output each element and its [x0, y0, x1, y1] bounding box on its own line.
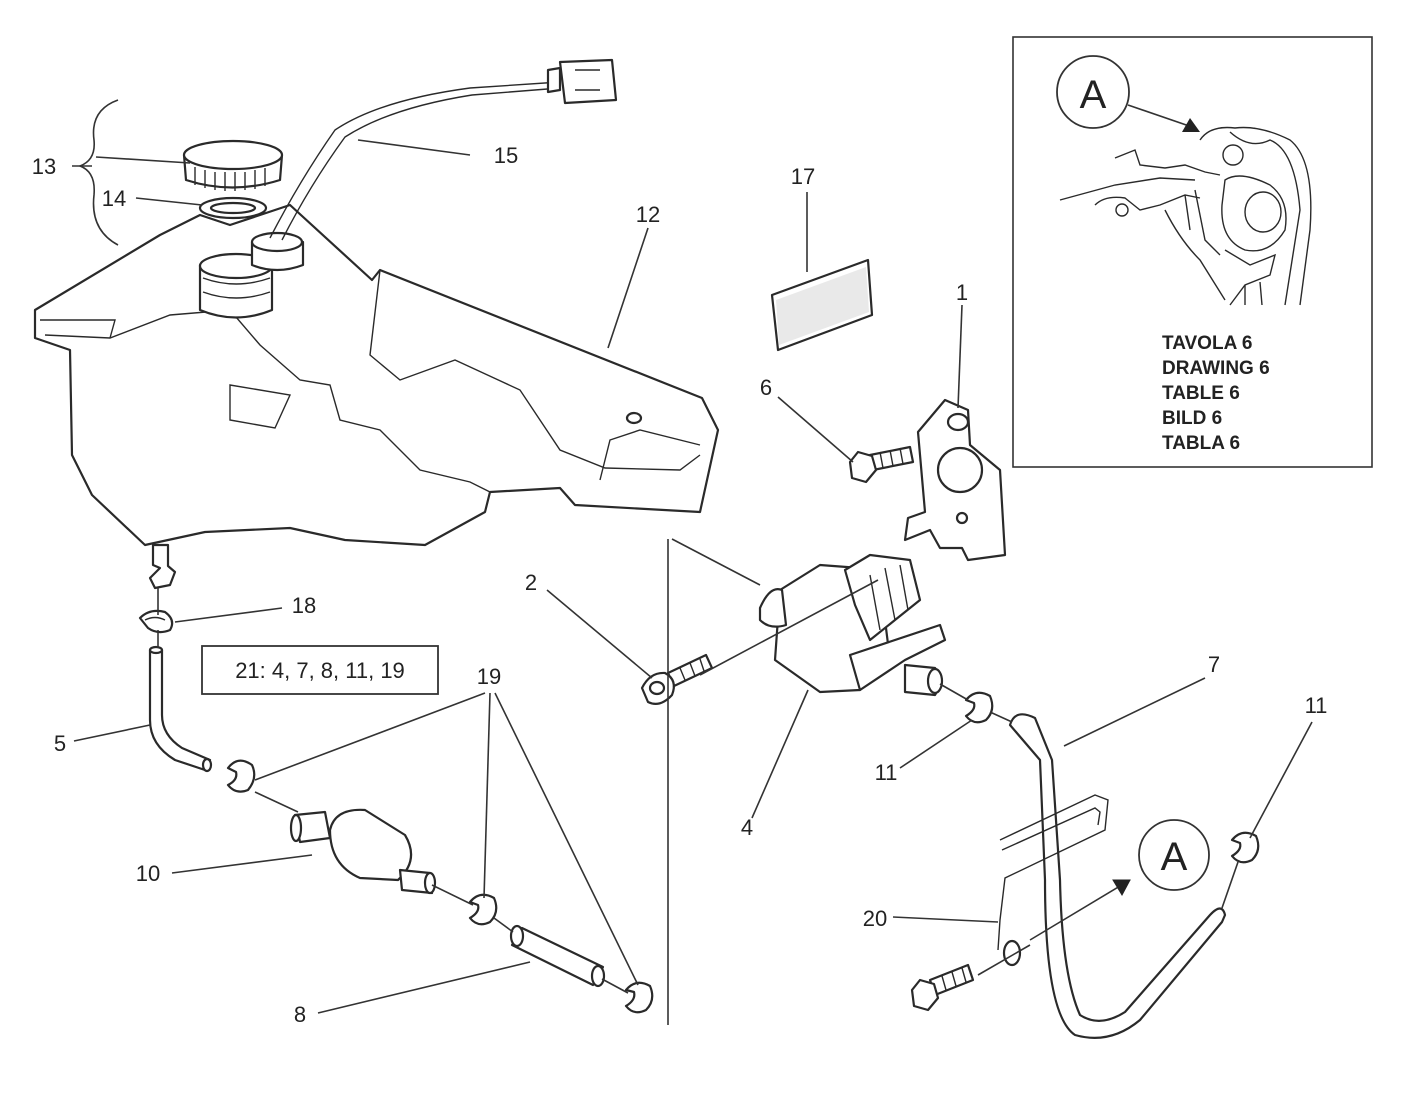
clip-11a	[964, 691, 994, 724]
hose-clamp-bracket	[997, 794, 1109, 967]
detail-marker-letter: A	[1161, 835, 1188, 879]
inset-frame-sketch	[1059, 126, 1312, 306]
callout-15: 15	[494, 143, 518, 168]
callout-13: 13	[32, 154, 56, 179]
detail-marker-a: A	[1138, 819, 1210, 891]
callout-1: 1	[956, 280, 968, 305]
level-sensor-cable	[269, 58, 618, 241]
callout-4: 4	[741, 815, 753, 840]
callout-8: 8	[294, 1002, 306, 1027]
flange-screw-bottom	[910, 963, 975, 1012]
inset-marker-letter: A	[1080, 73, 1107, 117]
callout-18: 18	[292, 593, 316, 618]
ref-line-1: TAVOLA 6	[1162, 333, 1252, 354]
leader-lines	[72, 99, 1313, 1025]
cap-seal	[198, 196, 268, 220]
inline-filter	[289, 808, 437, 895]
flange-screw	[848, 445, 915, 484]
reservoir-tank	[33, 203, 720, 590]
clip-19c	[624, 981, 654, 1014]
kit-note-box: 21: 4, 7, 8, 11, 19	[201, 645, 439, 695]
clip-11b	[1230, 831, 1260, 864]
callout-12: 12	[636, 202, 660, 227]
hose-7	[1008, 713, 1227, 1039]
ref-line-4: BILD 6	[1162, 408, 1222, 429]
callout-5: 5	[54, 731, 66, 756]
clip-19a	[226, 759, 256, 793]
callout-6: 6	[760, 375, 772, 400]
ref-line-3: TABLE 6	[1162, 383, 1240, 404]
callout-14: 14	[102, 186, 126, 211]
clip-18	[138, 609, 174, 634]
ref-line-5: TABLA 6	[1162, 433, 1240, 454]
callout-7: 7	[1208, 652, 1220, 677]
callout-20: 20	[863, 906, 887, 931]
clip-19b	[468, 893, 498, 926]
callout-10: 10	[136, 861, 160, 886]
callout-19: 19	[477, 664, 501, 689]
washer-pump	[758, 553, 947, 697]
hose-5	[148, 645, 213, 773]
ref-line-2: DRAWING 6	[1162, 358, 1270, 379]
reservoir-cap	[182, 139, 284, 191]
callout-17: 17	[791, 164, 815, 189]
callout-11-pump: 11	[875, 760, 898, 785]
kit-note-text: 21: 4, 7, 8, 11, 19	[235, 658, 405, 683]
hose-8	[509, 924, 606, 988]
callout-11-hose: 11	[1305, 693, 1328, 718]
detail-inset-box: A TAVOLA 6 DRAWING 6 TABLE 6 BILD 6 TABL…	[1012, 36, 1373, 468]
label-strip	[770, 258, 874, 352]
callout-labels: 1 2 4 5 6 7 8 10 11 11 12 13 14 15 17 18…	[32, 143, 1328, 1027]
mounting-bracket	[903, 398, 1007, 562]
allen-screw	[640, 653, 714, 705]
callout-2: 2	[525, 570, 537, 595]
